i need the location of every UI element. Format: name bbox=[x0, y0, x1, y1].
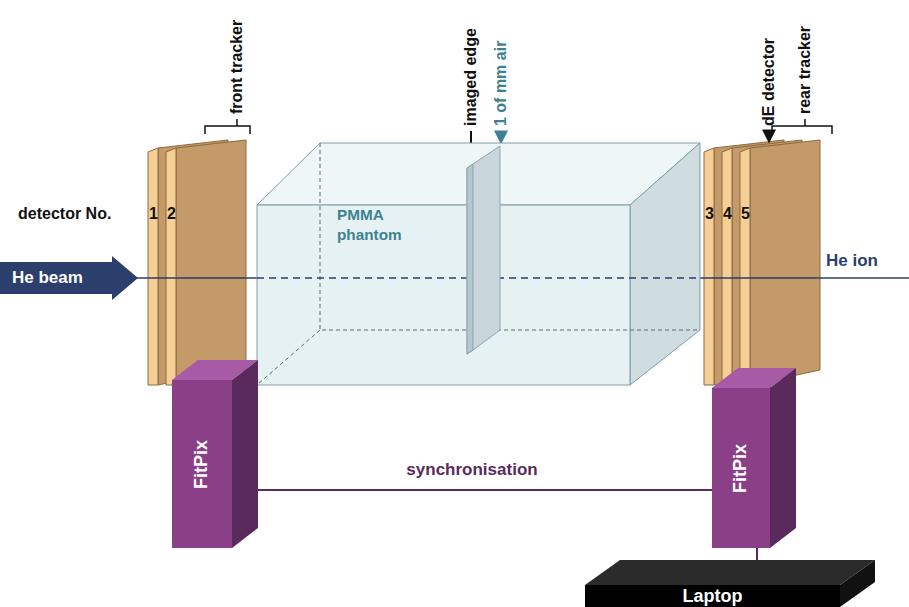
part-label: rear tracker bbox=[796, 26, 814, 114]
node-text: FitPix bbox=[191, 439, 212, 488]
connector bbox=[756, 548, 758, 560]
text-holder: FitPix bbox=[712, 388, 770, 548]
phantom-box-shape bbox=[257, 143, 700, 385]
part-label: imaged edge bbox=[462, 28, 480, 126]
node-text: FitPix bbox=[730, 443, 751, 492]
part-label: 1 of mm air bbox=[492, 41, 510, 126]
text-holder: He beam bbox=[0, 256, 138, 300]
laptop: Laptop bbox=[585, 560, 875, 607]
text-holder: Laptop bbox=[585, 585, 840, 607]
text-holder: FitPix bbox=[172, 380, 232, 548]
phantom-box: PMMA phantom bbox=[257, 143, 700, 385]
readout-box: FitPix bbox=[712, 388, 770, 548]
part-label: detector No. bbox=[18, 205, 111, 223]
node-text: PMMA phantom bbox=[337, 205, 417, 245]
readout-box: FitPix bbox=[172, 380, 232, 548]
beam-arrow: He beam bbox=[0, 256, 138, 300]
detector-number: 1 bbox=[149, 205, 158, 223]
bracket bbox=[205, 119, 250, 134]
connector-label: synchronisation bbox=[403, 460, 540, 480]
text-holder: PMMA phantom bbox=[337, 205, 417, 245]
node-text: Laptop bbox=[683, 586, 743, 607]
beam-label: He ion bbox=[826, 252, 878, 270]
node-text: He beam bbox=[12, 268, 83, 288]
beam-line bbox=[135, 277, 258, 279]
connector bbox=[232, 489, 712, 491]
detector-number: 5 bbox=[741, 205, 750, 223]
part-label: dE detector bbox=[760, 38, 778, 126]
front-detectors bbox=[148, 140, 246, 385]
leader-arrow bbox=[500, 131, 502, 143]
leader-arrow bbox=[768, 131, 770, 142]
beam-line bbox=[700, 277, 909, 279]
part-label: front tracker bbox=[228, 20, 246, 114]
rear-detectors bbox=[704, 140, 820, 385]
bracket bbox=[772, 119, 832, 134]
detector-number: 2 bbox=[167, 205, 176, 223]
detector-number: 3 bbox=[705, 205, 714, 223]
detector-number: 4 bbox=[723, 205, 732, 223]
